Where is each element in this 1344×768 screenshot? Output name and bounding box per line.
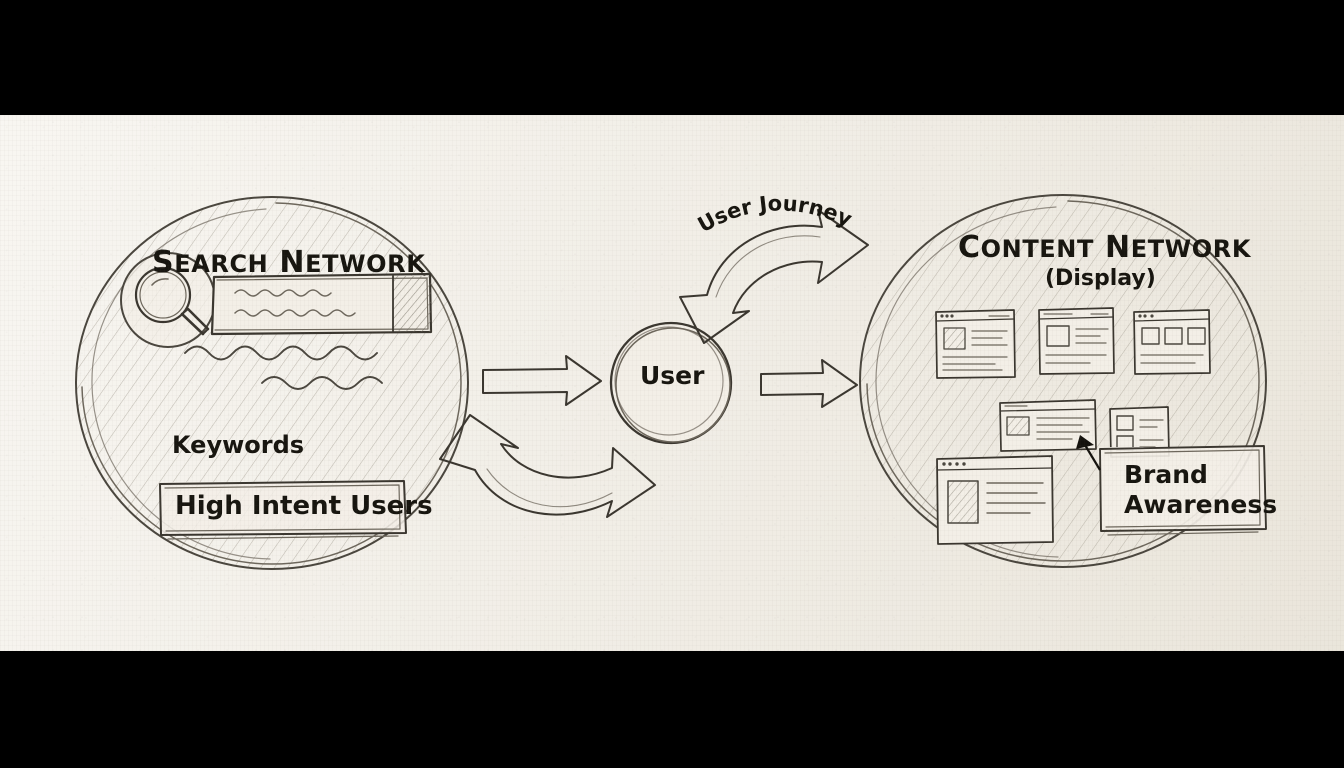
keyword-squiggles — [184, 345, 383, 390]
ad-card — [1038, 307, 1115, 375]
curved-arrow-search-user — [439, 414, 656, 518]
content-network-subtitle: (Display) — [1045, 266, 1156, 291]
arrow-pointing-to-ad-card — [1076, 435, 1101, 471]
search-network-title: SEARCH NETWORK — [152, 247, 425, 279]
paper-canvas: User Journey SEARCH NETWORK CONTENT NETW… — [0, 115, 1344, 651]
ad-card — [999, 399, 1097, 452]
user-circle — [609, 321, 733, 445]
arrow-user-to-content — [760, 359, 858, 408]
search-bar-sketch — [210, 272, 433, 336]
content-title-text: CONTENT NETWORK — [958, 230, 1252, 265]
user-node-label: User — [640, 361, 705, 390]
curved-arrow-user-journey — [679, 209, 869, 344]
brand-awareness-label: Brand Awareness — [1124, 460, 1277, 520]
brand-awareness-line1: Brand — [1124, 460, 1208, 489]
search-title-text: SEARCH NETWORK — [152, 245, 426, 280]
ad-card — [936, 455, 1054, 545]
high-intent-users-box — [159, 480, 407, 540]
brand-awareness-box — [1099, 445, 1267, 536]
brand-awareness-line2: Awareness — [1124, 490, 1278, 519]
arrow-search-to-user — [482, 355, 602, 406]
magnifier-icon — [120, 252, 216, 348]
content-network-title: CONTENT NETWORK — [958, 232, 1251, 264]
high-intent-users-label: High Intent Users — [175, 491, 433, 521]
ad-card — [935, 309, 1016, 379]
sketch-drawing: User Journey — [75, 191, 1267, 570]
ad-card — [1133, 309, 1211, 375]
keywords-label: Keywords — [172, 431, 305, 459]
